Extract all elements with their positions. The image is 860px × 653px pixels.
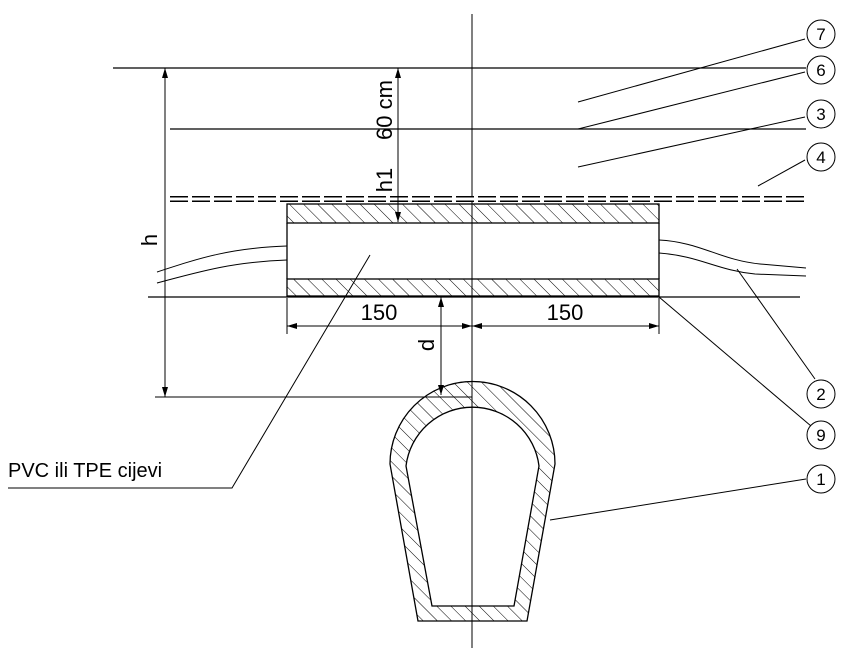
- dimension-60cm-text: 60 cm: [372, 80, 397, 140]
- callout-balloons: 7 6 3 4 2 9 1: [806, 19, 836, 494]
- dimension-left-text: 150: [361, 300, 398, 325]
- sewer-pipe: [389, 380, 556, 622]
- pipes-leader: PVC ili TPE cijevi: [8, 254, 371, 489]
- callout-7: 7: [806, 19, 836, 49]
- dimension-right-text: 150: [547, 300, 584, 325]
- dimension-h1-text: h1: [372, 168, 397, 192]
- svg-text:9: 9: [816, 426, 825, 445]
- pipes-label: PVC ili TPE cijevi: [8, 460, 162, 482]
- callout-9: 9: [806, 420, 836, 450]
- pipe-protection-box: [286, 203, 660, 297]
- svg-text:1: 1: [816, 470, 825, 489]
- dimension-h: h: [137, 68, 472, 398]
- cable-lines: [156, 239, 807, 284]
- dimension-60cm: 60 cm h1: [372, 68, 401, 222]
- bottom-slab: [286, 278, 660, 297]
- callout-4: 4: [806, 142, 836, 172]
- svg-text:3: 3: [816, 105, 825, 124]
- svg-text:6: 6: [816, 61, 825, 80]
- dimension-d: d: [414, 297, 444, 395]
- dimension-h-text: h: [137, 234, 162, 246]
- dimension-width: 150 150: [286, 298, 660, 334]
- svg-text:2: 2: [816, 385, 825, 404]
- callout-2: 2: [806, 379, 836, 409]
- svg-text:4: 4: [816, 148, 825, 167]
- top-slab: [286, 203, 660, 224]
- callout-3: 3: [806, 99, 836, 129]
- callout-leaders: [549, 38, 816, 521]
- callout-6: 6: [806, 55, 836, 85]
- dimension-d-text: d: [414, 339, 439, 351]
- callout-1: 1: [806, 464, 836, 494]
- svg-text:7: 7: [816, 25, 825, 44]
